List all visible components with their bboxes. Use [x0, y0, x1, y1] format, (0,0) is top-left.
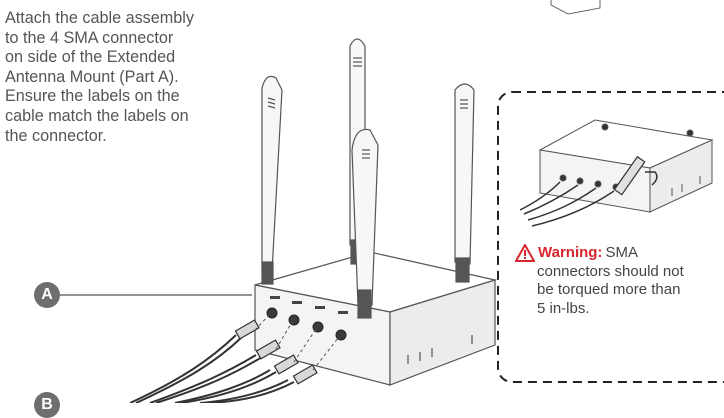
instruction-line: Attach the cable assembly [5, 9, 194, 27]
port-labels [270, 296, 348, 314]
inset-wrench [613, 155, 646, 196]
callout-b: B [34, 392, 60, 418]
partial-box-top [550, 0, 601, 15]
antenna-front-center [351, 128, 379, 319]
warning-line: 5 in-lbs. [537, 299, 590, 317]
callout-a: A [34, 282, 60, 308]
cable-assembly [129, 334, 295, 403]
cable-connectors [234, 319, 318, 385]
inset-arrow [645, 171, 658, 186]
instruction-line: Antenna Mount (Part A). [5, 67, 179, 86]
instruction-line: to the 4 SMA connector [5, 28, 174, 47]
antenna-left [261, 75, 283, 285]
alignment-dashes [254, 313, 340, 371]
router-box [254, 251, 498, 386]
warning-line: connectors should not [537, 262, 684, 280]
instruction-line: the connector. [5, 126, 107, 145]
instruction-line: on side of the Extended [5, 48, 176, 67]
instruction-line: cable match the labels on [5, 106, 189, 125]
antenna-right [454, 83, 475, 283]
instruction-text: Attach the cable assembly to the 4 SMA c… [5, 9, 250, 146]
inset-cables [519, 181, 615, 227]
inset-device [538, 119, 714, 213]
warning-line: be torqued more than [537, 281, 681, 298]
instruction-line: Ensure the labels on the [5, 87, 180, 106]
warning-triangle-icon [515, 244, 535, 263]
illustration [60, 0, 724, 403]
warning-note: Warning: SMA connectors should not be to… [515, 244, 715, 318]
warning-first-text: SMA [605, 244, 638, 261]
warning-label: Warning: [538, 244, 603, 261]
warning-inset-frame [497, 91, 724, 383]
